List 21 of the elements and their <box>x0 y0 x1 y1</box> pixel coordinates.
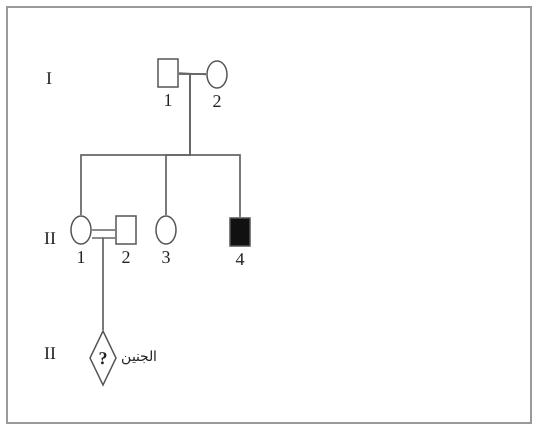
unknown-mark: ? <box>98 348 108 368</box>
individual-number: 2 <box>122 247 130 267</box>
individual-number: 2 <box>212 91 222 111</box>
symbol-caption: الجنين <box>121 349 157 367</box>
circle-symbol <box>206 60 228 89</box>
circle-symbol <box>155 215 177 245</box>
pedigree-line <box>92 229 115 231</box>
square-symbol <box>115 215 137 245</box>
individual-number: 1 <box>164 90 172 110</box>
diamond-symbol <box>89 330 117 386</box>
generation-numeral: II <box>44 343 56 363</box>
individual-number: 1 <box>76 247 86 267</box>
individual-number: 3 <box>162 247 170 267</box>
pedigree-line <box>189 73 241 217</box>
square-symbol <box>229 217 251 247</box>
square-symbol <box>157 58 179 88</box>
individual-number: 4 <box>236 249 244 269</box>
generation-numeral: II <box>44 228 56 248</box>
circle-symbol <box>70 215 92 245</box>
generation-numeral: I <box>46 68 52 88</box>
pedigree-line <box>102 237 115 330</box>
